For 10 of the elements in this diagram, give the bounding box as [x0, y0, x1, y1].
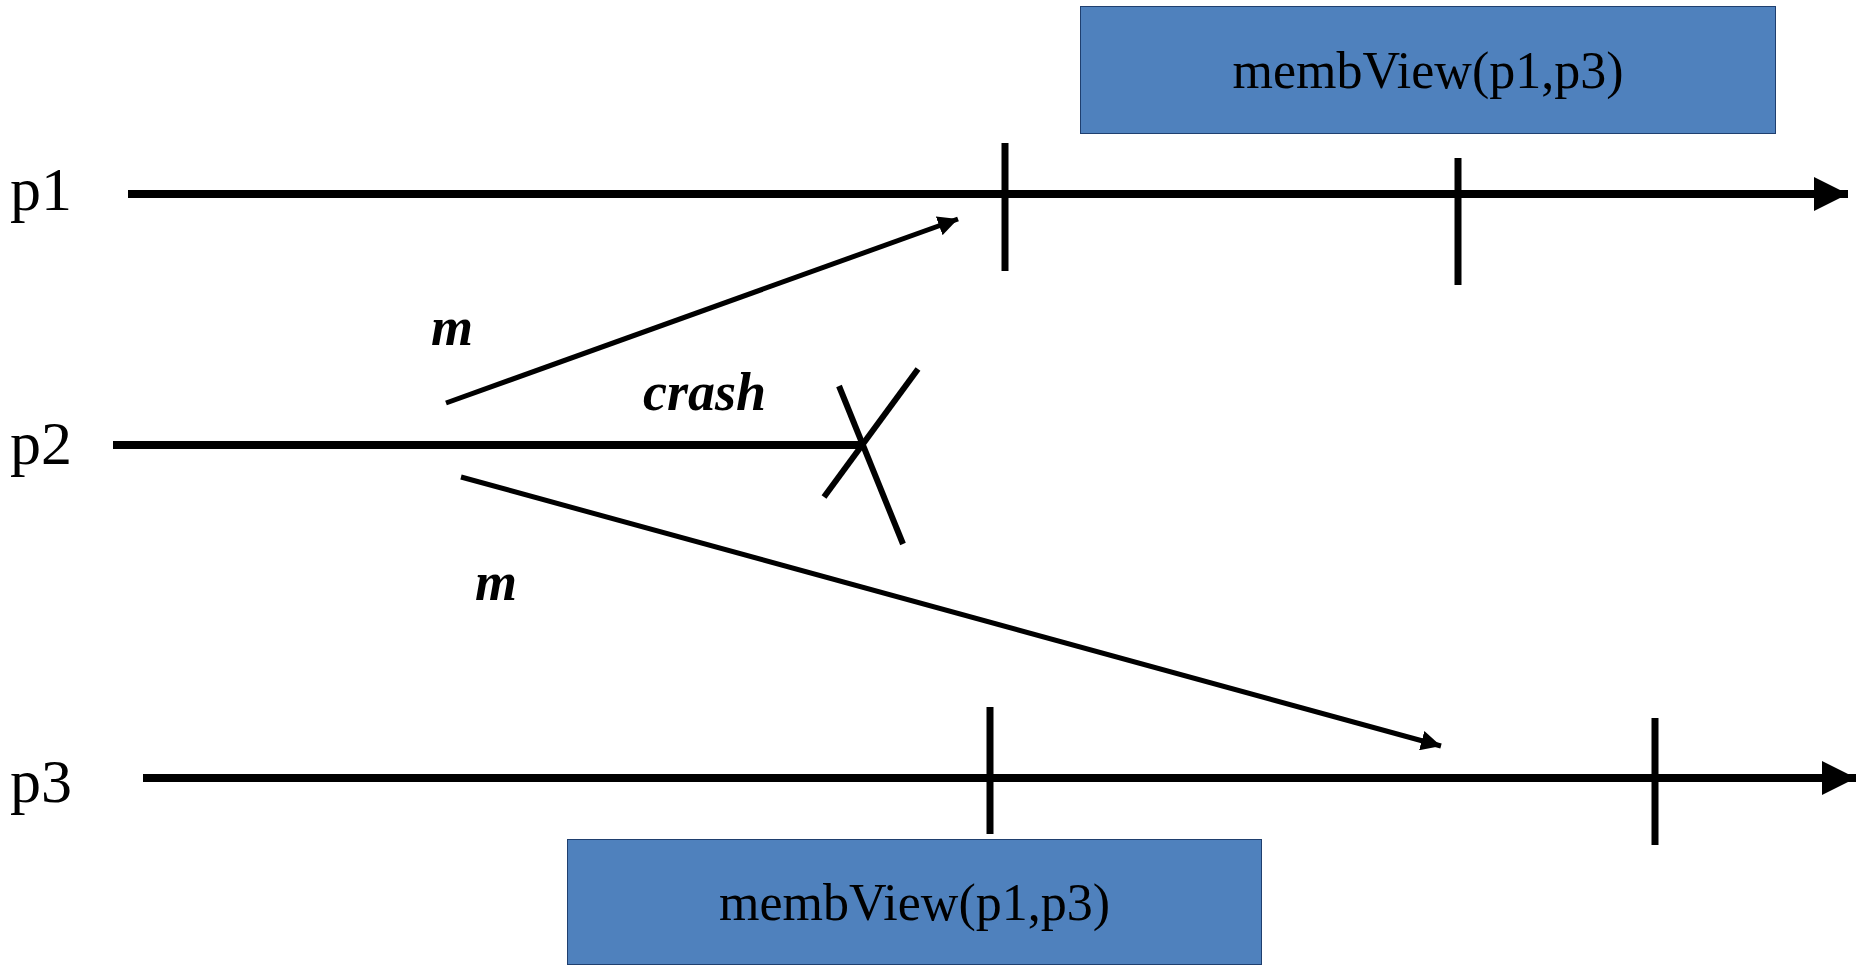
message-label: m	[475, 552, 517, 612]
process-label: p2	[10, 408, 72, 478]
process-label: p1	[10, 154, 72, 224]
message-arrow	[445, 216, 959, 406]
process-label: p3	[10, 746, 72, 816]
view-box: membView(p1,p3)	[1080, 6, 1776, 134]
event-label: crash	[643, 362, 767, 422]
message-label: m	[431, 297, 473, 357]
view-box: membView(p1,p3)	[567, 839, 1262, 965]
message-arrow	[460, 474, 1442, 751]
